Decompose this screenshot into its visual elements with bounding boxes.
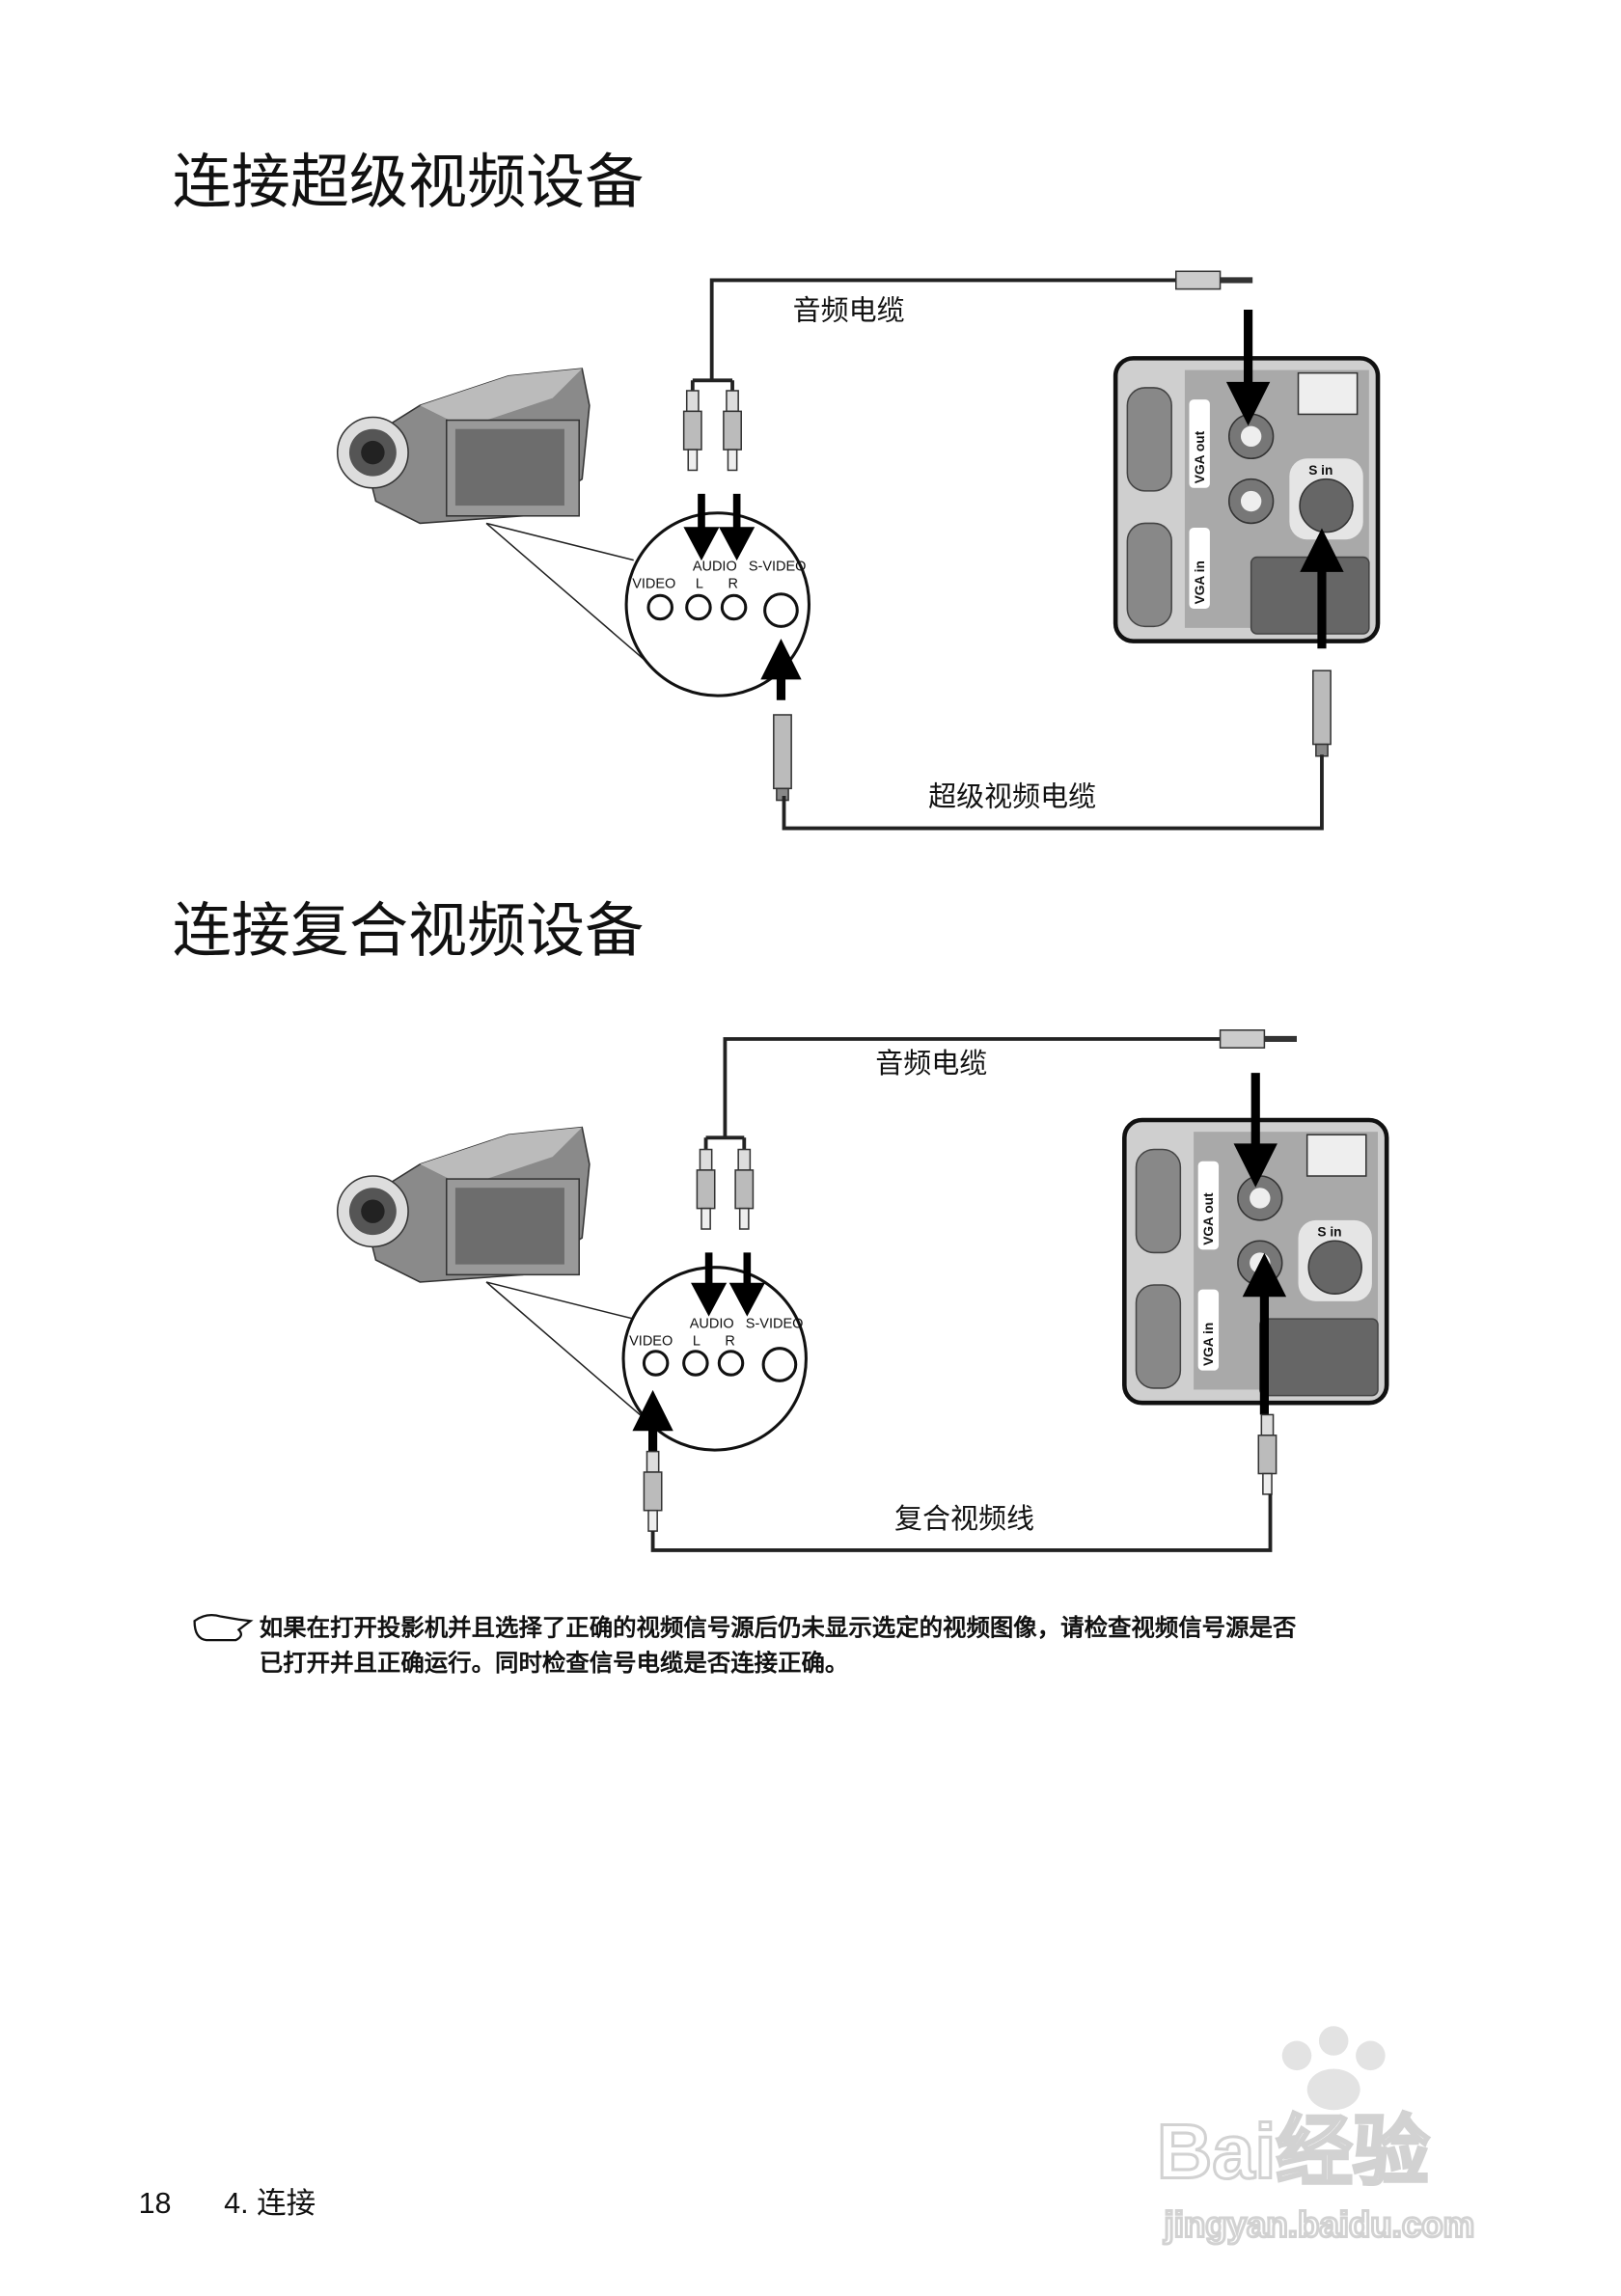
arrow-icon (1225, 309, 1271, 426)
audio-left-label: L (696, 577, 703, 592)
svideo-port-label: S-VIDEO (746, 1316, 804, 1331)
section-title: 连接复合视频设备 (173, 896, 645, 965)
audio-port-label: AUDIO (690, 1316, 734, 1331)
page-number: 18 (139, 2187, 172, 2220)
note-line-1: 如果在打开投影机并且选择了正确的视频信号源后仍未显示选定的视频图像，请检查视频信… (260, 1614, 1297, 1642)
camcorder-image (336, 368, 591, 525)
video-cable-label: 复合视频线 (894, 1502, 1034, 1535)
baidu-jingyan-watermark: Bai经验 jingyan.baidu.com (1155, 2026, 1476, 2246)
audio-cable-label: 音频电缆 (875, 1047, 987, 1080)
composite-cable (650, 1493, 1273, 1552)
vga-in-label: VGA in (1201, 1323, 1216, 1366)
arrow-icon (1242, 1252, 1287, 1415)
note-line-2: 已打开并且正确运行。同时检查信号电缆是否连接正确。 (260, 1649, 849, 1677)
section-svideo: 连接超级视频设备 AUDIO S-VIDEO VIDEO L R 音频电缆 VG… (173, 148, 1378, 831)
vga-in-label: VGA in (1193, 560, 1207, 604)
section-composite: 连接复合视频设备 AUDIO S-VIDEO VIDEO L R 音频电缆 VG… (173, 896, 1387, 1552)
port-magnifier (624, 511, 811, 697)
audio-cable (723, 1037, 1223, 1138)
watermark-url: jingyan.baidu.com (1164, 2205, 1475, 2245)
connection-diagram: AUDIO S-VIDEO VIDEO L R 音频电缆 VGA out VGA… (336, 270, 1378, 831)
audio-right-label: R (728, 577, 737, 592)
arrow-icon (683, 493, 756, 561)
svideo-cable (782, 754, 1324, 831)
audio-port-label: AUDIO (693, 559, 737, 574)
page-footer: 18 4. 连接 (139, 2187, 316, 2220)
port-magnifier (621, 1266, 808, 1452)
note: 如果在打开投影机并且选择了正确的视频信号源后仍未显示选定的视频图像，请检查视频信… (193, 1614, 1297, 1677)
vga-out-label: VGA out (1193, 430, 1207, 483)
arrow-icon (632, 1389, 673, 1452)
audio-left-label: L (693, 1334, 701, 1350)
audio-cable-label: 音频电缆 (793, 294, 905, 327)
svideo-port-label: S-VIDEO (749, 559, 807, 574)
vga-out-label: VGA out (1201, 1192, 1216, 1245)
video-port-label: VIDEO (632, 577, 675, 592)
section-title: 连接超级视频设备 (173, 148, 645, 216)
arrow-icon (1233, 1073, 1278, 1188)
audio-right-label: R (725, 1334, 734, 1350)
arrow-icon (691, 1252, 765, 1317)
svideo-in-label: S in (1317, 1225, 1341, 1240)
arrow-icon (760, 639, 802, 700)
connection-diagram: AUDIO S-VIDEO VIDEO L R 音频电缆 VGA out VGA… (336, 1029, 1387, 1552)
audio-cable (709, 278, 1179, 381)
pointing-hand-icon (193, 1614, 254, 1642)
svideo-in-label: S in (1308, 463, 1333, 478)
chapter-label: 4. 连接 (224, 2187, 316, 2220)
watermark-brand: Bai经验 (1157, 2109, 1430, 2195)
video-port-label: VIDEO (629, 1334, 673, 1350)
arrow-icon (1300, 528, 1344, 649)
camcorder-image (336, 1126, 591, 1283)
video-cable-label: 超级视频电缆 (928, 780, 1096, 813)
